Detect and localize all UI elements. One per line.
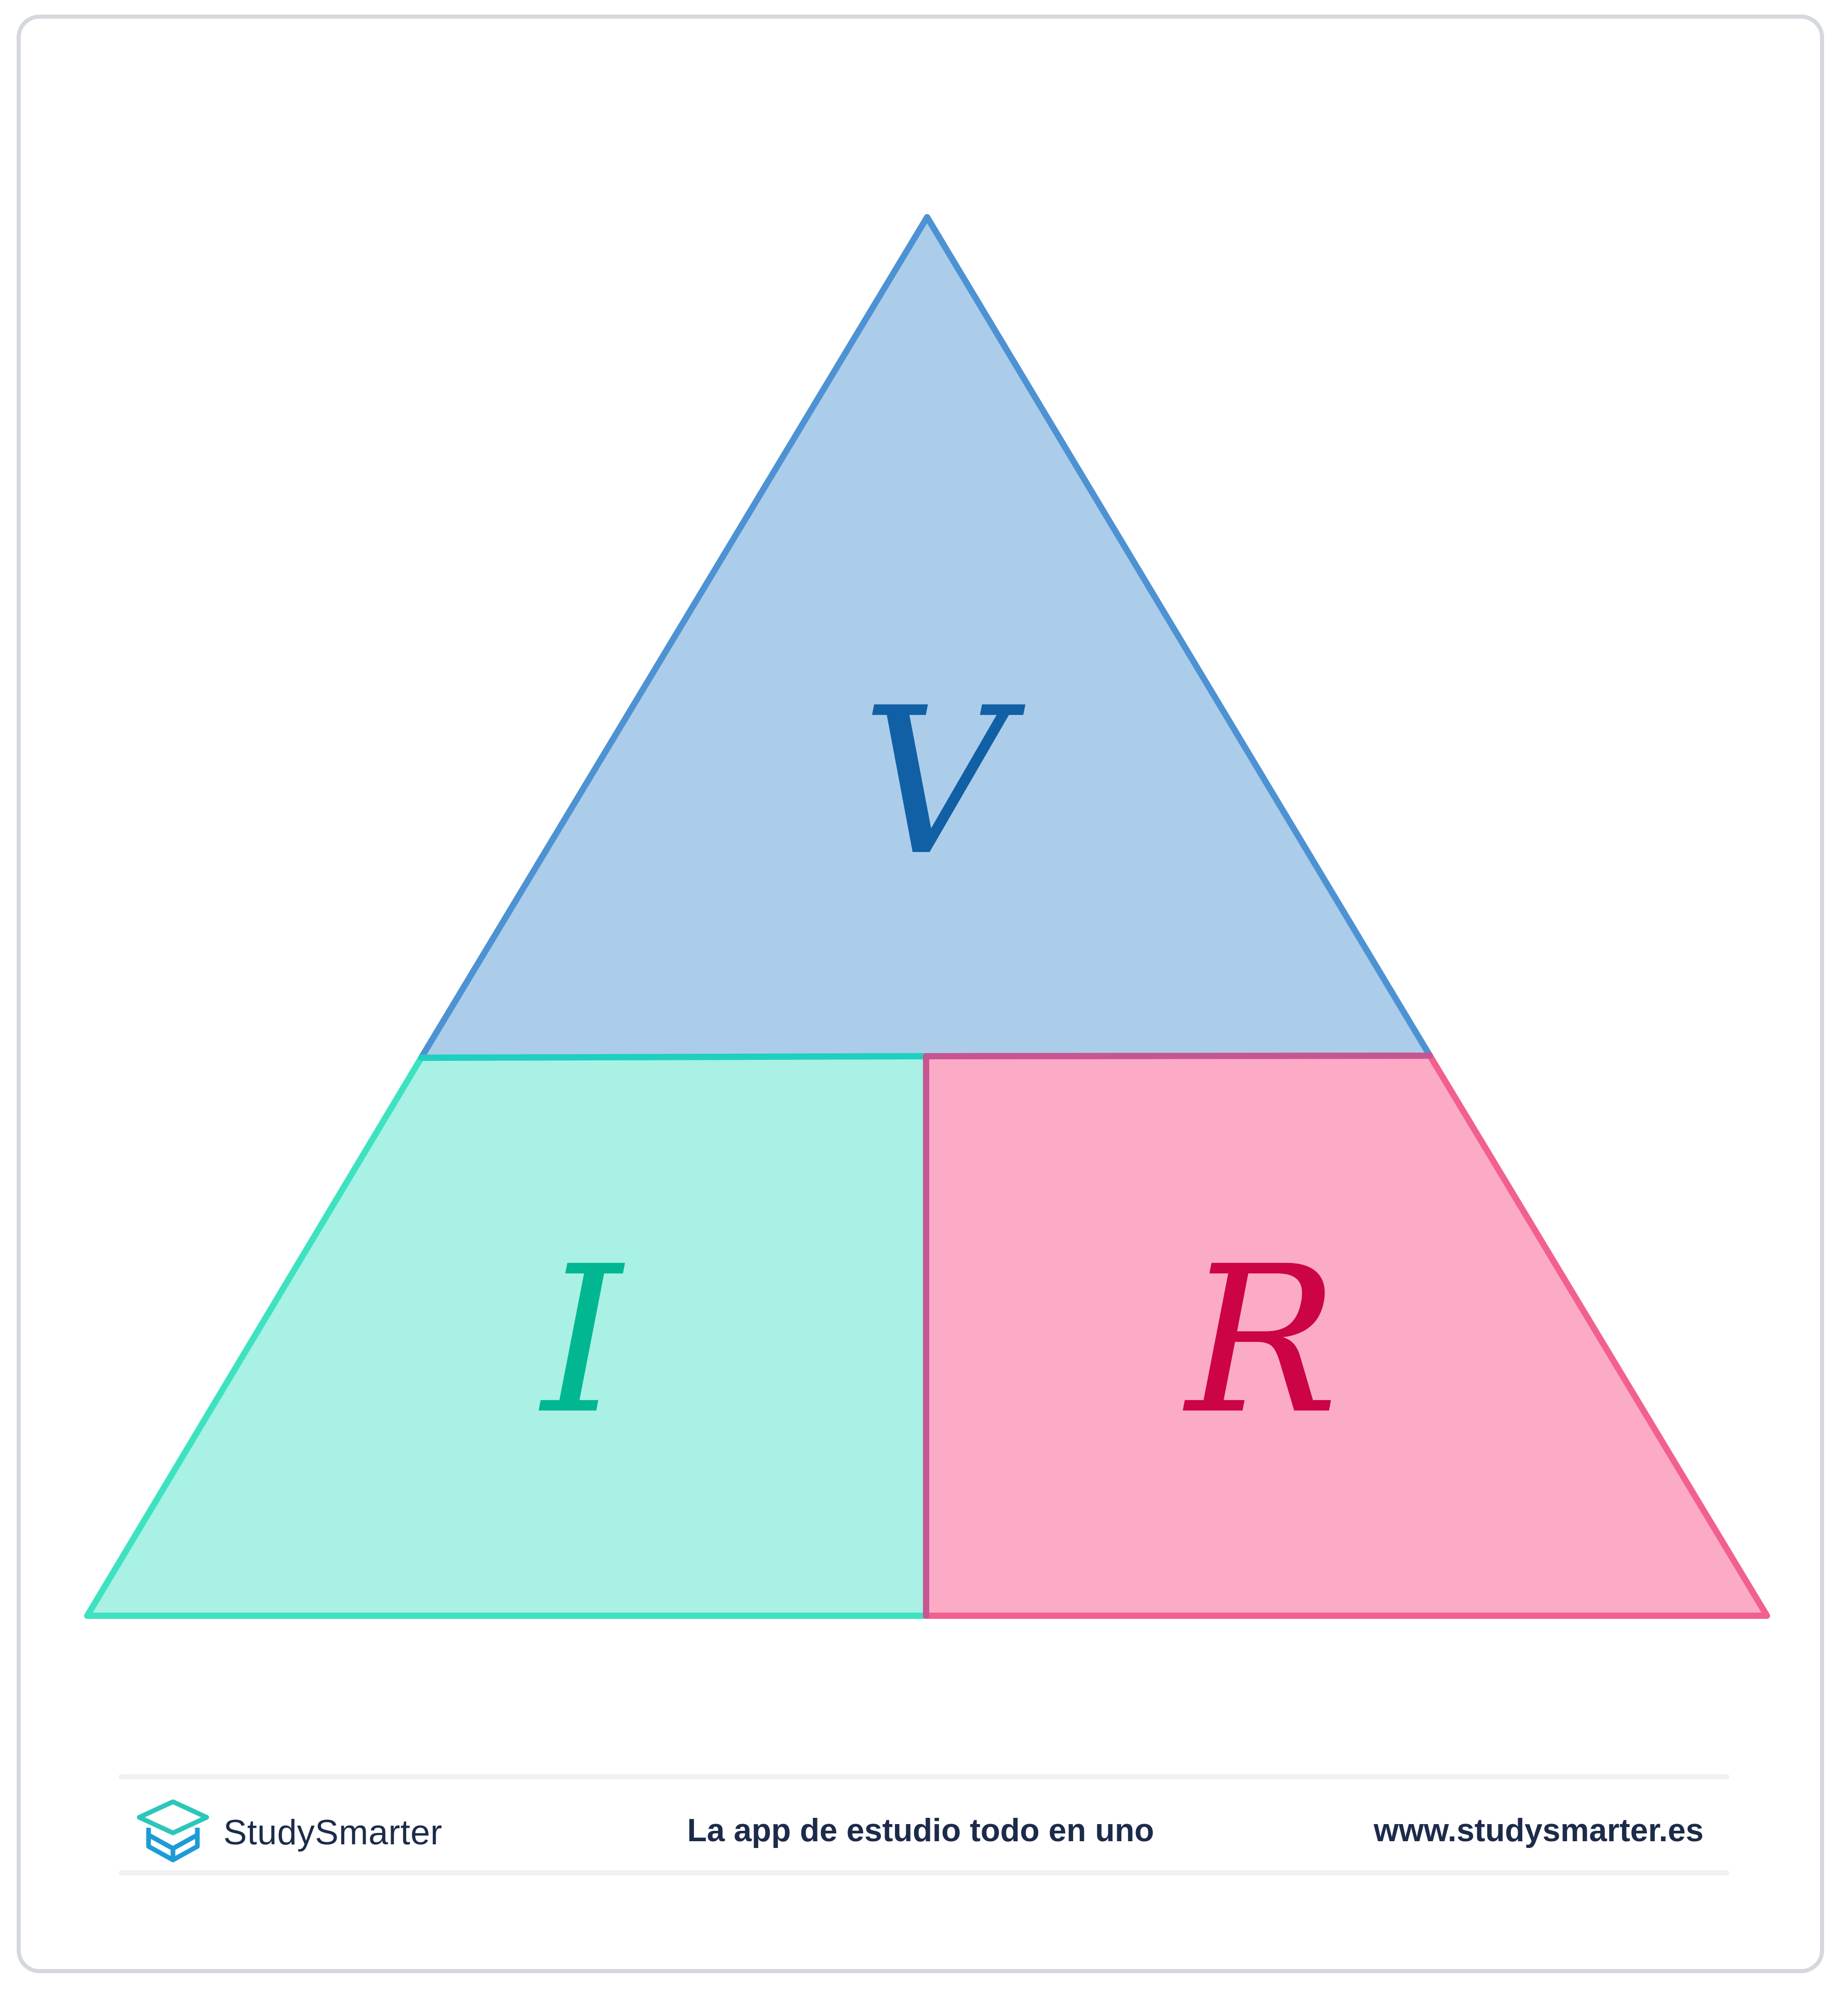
website-link[interactable]: www.studysmarter.es [1373,1813,1704,1848]
label-i: I [539,1222,627,1458]
bottom-left-section-i [84,1053,929,1619]
bottom-right-section-r [923,1053,1770,1619]
top-section-v [418,214,1433,1061]
footer-divider-top [118,1774,1730,1779]
open-box-icon [137,1799,209,1863]
label-r: R [1183,1222,1338,1458]
brand-logo[interactable]: StudySmarter [134,1799,443,1866]
footer-divider-bottom [118,1870,1730,1876]
label-v: V [862,664,1026,900]
brand-name: StudySmarter [223,1813,443,1852]
divider-horizontal-left [418,1053,929,1061]
footer: StudySmarter La app de estudio todo en u… [118,1787,1730,1881]
tagline: La app de estudio todo en uno [687,1813,1154,1848]
